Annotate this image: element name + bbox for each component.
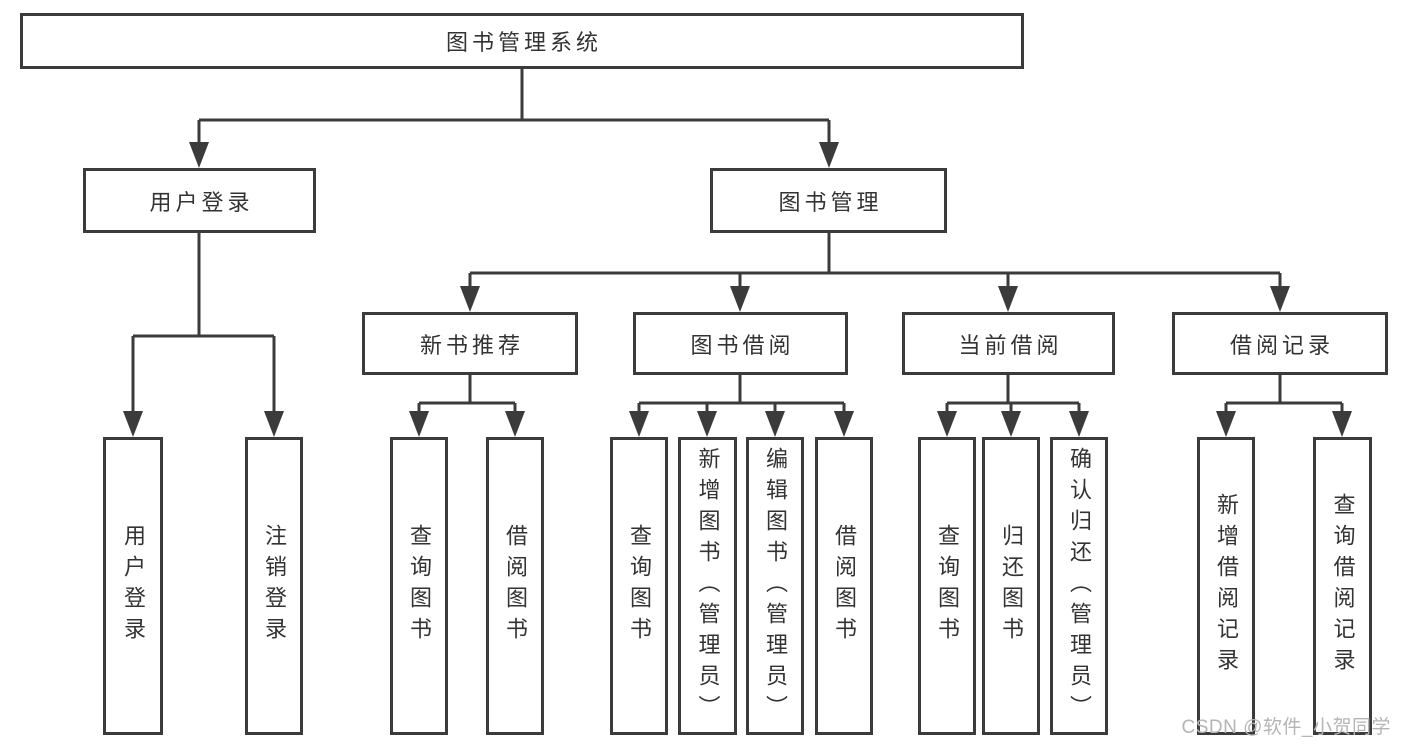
arrow-icon [1332,411,1352,437]
leaf-borrow-books-recommend: 借阅图书 [486,437,544,735]
arrow-icon [834,411,854,437]
leaf-query-borrow-record-label: 查询借阅记录 [1330,493,1356,679]
leaf-query-books-current: 查询图书 [918,437,976,735]
node-new-book-recommend: 新书推荐 [362,312,578,375]
leaf-query-books-recommend-label: 查询图书 [407,524,432,648]
arrow-icon [1069,411,1089,437]
node-user-login: 用户登录 [83,168,316,233]
leaf-edit-book-admin: 编辑图书（管理员） [746,437,804,735]
leaf-borrow-books-label: 借阅图书 [832,524,857,648]
arrow-icon [460,286,480,312]
leaf-add-book-admin: 新增图书（管理员） [678,437,737,735]
node-new-book-recommend-label: 新书推荐 [419,332,524,358]
node-user-login-label: 用户登录 [149,189,254,215]
leaf-query-books-borrow: 查询图书 [610,437,668,735]
arrow-icon [1001,411,1021,437]
arrowheads [123,142,1352,437]
leaf-add-borrow-record: 新增借阅记录 [1197,437,1255,735]
arrow-icon [765,411,785,437]
leaf-query-books-borrow-label: 查询图书 [627,524,652,648]
leaf-borrow-books: 借阅图书 [815,437,873,735]
tree-edges [131,69,1344,415]
node-book-borrow: 图书借阅 [633,312,848,375]
leaf-query-books-recommend: 查询图书 [390,437,448,735]
node-root-label: 图书管理系统 [445,30,602,55]
leaf-logout: 注销登录 [245,437,303,735]
leaf-user-login-label: 用户登录 [121,524,146,648]
leaf-query-books-current-label: 查询图书 [935,524,960,648]
arrow-icon [1216,411,1236,437]
node-current-borrow: 当前借阅 [902,312,1115,375]
arrow-icon [123,411,143,437]
leaf-borrow-books-recommend-label: 借阅图书 [503,524,528,648]
arrow-icon [937,411,957,437]
arrow-icon [409,411,429,437]
leaf-logout-label: 注销登录 [262,524,287,648]
arrow-icon [1270,286,1290,312]
node-book-borrow-label: 图书借阅 [690,332,795,358]
arrow-icon [730,286,750,312]
arrow-icon [998,286,1018,312]
csdn-watermark: CSDN @软件_小贺同学 [1181,717,1391,738]
leaf-add-book-admin-label: 新增图书（管理员） [695,446,721,726]
leaf-confirm-return-admin: 确认归还（管理员） [1050,437,1108,735]
arrow-icon [629,411,649,437]
arrow-icon [697,411,717,437]
node-book-management-label: 图书管理 [778,189,883,215]
arrow-icon [264,411,284,437]
arrow-icon [819,142,839,168]
leaf-return-book-label: 归还图书 [999,524,1024,648]
node-current-borrow-label: 当前借阅 [958,332,1063,358]
node-borrow-records: 借阅记录 [1172,312,1388,375]
arrow-icon [189,142,209,168]
node-root: 图书管理系统 [20,13,1024,69]
leaf-query-borrow-record: 查询借阅记录 [1313,437,1372,735]
node-borrow-records-label: 借阅记录 [1229,332,1334,358]
leaf-add-borrow-record-label: 新增借阅记录 [1214,493,1239,679]
leaf-confirm-return-admin-label: 确认归还（管理员） [1067,446,1092,726]
arrow-icon [505,411,525,437]
leaf-return-book: 归还图书 [982,437,1040,735]
leaf-user-login: 用户登录 [103,437,163,735]
leaf-edit-book-admin-label: 编辑图书（管理员） [763,446,788,726]
node-book-management: 图书管理 [710,168,947,233]
